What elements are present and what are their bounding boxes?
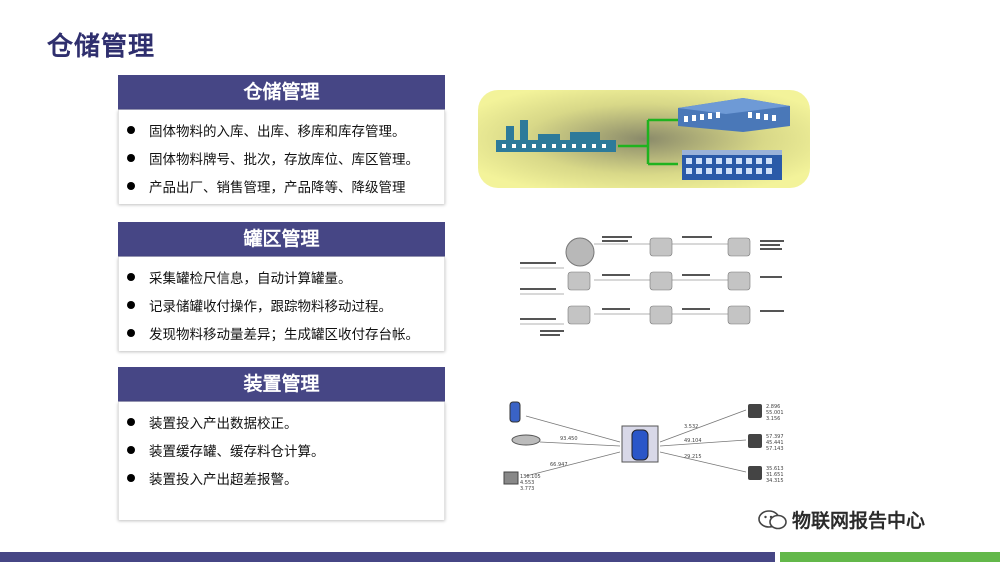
diagram-value: 66.947 [550, 462, 568, 468]
list-item-text: 固体物料牌号、批次，存放库位、库区管理。 [149, 152, 419, 168]
diagram-value: 2.896 [766, 404, 780, 410]
tank-farm-diagram [510, 228, 810, 348]
bullet-icon [127, 154, 135, 162]
diagram-value: 29.215 [684, 454, 702, 460]
list-item: 记录储罐收付操作，跟踪物料移动过程。 [119, 291, 444, 319]
diagram-value: 31.651 [766, 472, 784, 478]
diagram-value: 57.143 [766, 446, 784, 452]
bullet-icon [127, 418, 135, 426]
section-tank-farm: 罐区管理 采集罐检尺信息，自动计算罐量。 记录储罐收付操作，跟踪物料移动过程。 … [118, 222, 445, 351]
section-body: 采集罐检尺信息，自动计算罐量。 记录储罐收付操作，跟踪物料移动过程。 发现物料移… [118, 257, 445, 351]
diagram-value: 136.105 [520, 474, 541, 480]
section-body: 装置投入产出数据校正。 装置缓存罐、缓存料仓计算。 装置投入产出超差报警。 [118, 402, 445, 520]
unit-balance-diagram: 93.450 66.947 3.532 49.104 29.215 2.896 … [470, 396, 805, 496]
warehouse-illustration [478, 90, 810, 188]
process-unit-icon: 93.450 66.947 3.532 49.104 29.215 2.896 … [503, 401, 784, 492]
diagram-value: 3.532 [684, 424, 698, 430]
list-item: 装置投入产出超差报警。 [119, 464, 444, 492]
tank-flow-icon [520, 236, 784, 336]
list-item-text: 记录储罐收付操作，跟踪物料移动过程。 [149, 299, 392, 315]
diagram-value: 4.553 [520, 480, 534, 486]
page-title: 仓储管理 [47, 32, 156, 62]
list-item: 固体物料的入库、出库、移库和库存管理。 [119, 116, 444, 144]
bullet-icon [127, 329, 135, 337]
list-item: 采集罐检尺信息，自动计算罐量。 [119, 263, 444, 291]
list-item-text: 采集罐检尺信息，自动计算罐量。 [149, 271, 352, 287]
bullet-icon [127, 446, 135, 454]
list-item: 装置缓存罐、缓存料仓计算。 [119, 436, 444, 464]
list-item-text: 装置投入产出超差报警。 [149, 472, 298, 488]
diagram-value: 57.397 [766, 434, 784, 440]
section-unit: 装置管理 装置投入产出数据校正。 装置缓存罐、缓存料仓计算。 装置投入产出超差报… [118, 367, 445, 520]
factory-warehouse-icon [478, 90, 810, 188]
section-header: 罐区管理 [118, 222, 445, 257]
watermark: 物联网报告中心 [758, 506, 925, 533]
list-item-text: 产品出厂、销售管理，产品降等、降级管理 [149, 180, 406, 196]
footer-bar-accent [780, 552, 1000, 562]
section-body: 固体物料的入库、出库、移库和库存管理。 固体物料牌号、批次，存放库位、库区管理。… [118, 110, 445, 204]
list-item-text: 装置投入产出数据校正。 [149, 416, 298, 432]
diagram-value: 35.613 [766, 466, 784, 472]
bullet-icon [127, 474, 135, 482]
bullet-icon [127, 182, 135, 190]
diagram-value: 3.156 [766, 416, 780, 422]
list-item-text: 装置缓存罐、缓存料仓计算。 [149, 444, 325, 460]
watermark-text: 物联网报告中心 [792, 510, 926, 532]
footer-bar-primary [0, 552, 775, 562]
section-header: 装置管理 [118, 367, 445, 402]
list-item: 发现物料移动量差异；生成罐区收付存台帐。 [119, 319, 444, 347]
list-item: 固体物料牌号、批次，存放库位、库区管理。 [119, 144, 444, 172]
diagram-value: 49.104 [684, 438, 702, 444]
diagram-value: 34.315 [766, 478, 784, 484]
list-item: 产品出厂、销售管理，产品降等、降级管理 [119, 172, 444, 200]
diagram-value: 55.001 [766, 410, 784, 416]
bullet-icon [127, 273, 135, 281]
bullet-icon [127, 126, 135, 134]
bullet-icon [127, 301, 135, 309]
diagram-value: 45.441 [766, 440, 784, 446]
list-item: 装置投入产出数据校正。 [119, 408, 444, 436]
diagram-value: 3.773 [520, 486, 534, 492]
diagram-value: 93.450 [560, 436, 578, 442]
list-item-text: 发现物料移动量差异；生成罐区收付存台帐。 [149, 327, 419, 343]
section-header: 仓储管理 [118, 75, 445, 110]
wechat-icon [758, 509, 787, 529]
section-warehouse: 仓储管理 固体物料的入库、出库、移库和库存管理。 固体物料牌号、批次，存放库位、… [118, 75, 445, 204]
list-item-text: 固体物料的入库、出库、移库和库存管理。 [149, 124, 406, 140]
